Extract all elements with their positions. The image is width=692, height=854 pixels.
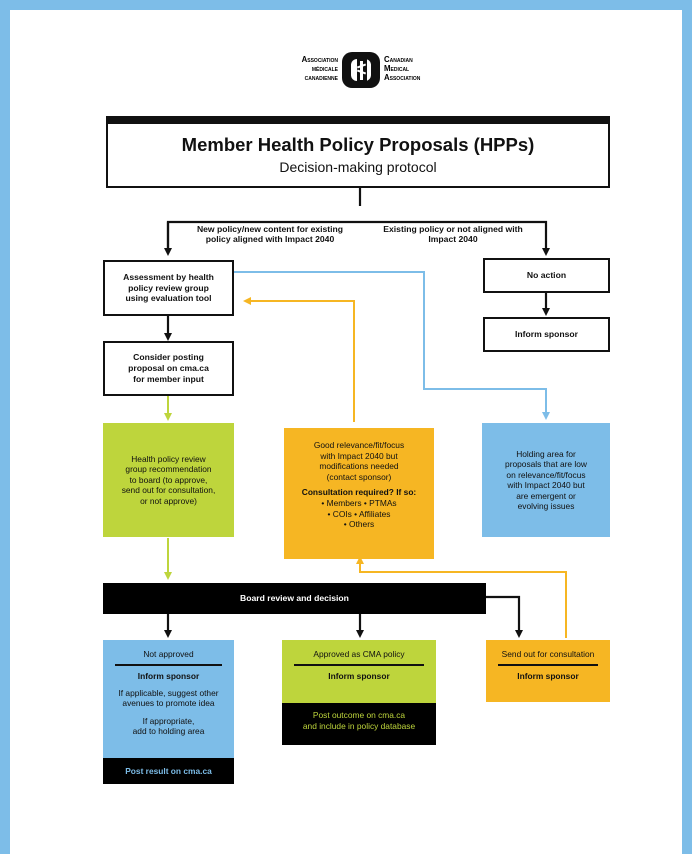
health-policy-review-box: Health policy review group recommendatio… — [103, 423, 234, 537]
connector-layer — [164, 188, 567, 638]
divider — [294, 664, 424, 666]
holding-connector — [234, 271, 550, 420]
good-relevance-text: Good relevance/fit/focus with Impact 204… — [313, 440, 405, 482]
approved-card: Approved as CMA policy Inform sponsor Po… — [282, 640, 436, 745]
not-approved-card: Not approved Inform sponsor If applicabl… — [103, 640, 234, 784]
consider-posting-box: Consider posting proposal on cma.ca for … — [103, 341, 234, 396]
not-approved-title: Not approved — [143, 649, 194, 659]
divider — [498, 664, 598, 666]
branch-connector — [164, 188, 550, 341]
title-box: Member Health Policy Proposals (HPPs) De… — [106, 116, 610, 188]
board-review-bar: Board review and decision — [103, 583, 486, 614]
assessment-box: Assessment by health policy review group… — [103, 260, 234, 316]
not-approved-text2: If appropriate, add to holding area — [132, 715, 205, 737]
cma-logo: Association médicale canadienne Canadian… — [272, 52, 462, 92]
approved-footer: Post outcome on cma.ca and include in po… — [282, 703, 436, 745]
branch-label-aligned: New policy/new content for existing poli… — [196, 224, 344, 245]
logo-text-french: Association médicale canadienne — [301, 55, 338, 82]
not-approved-text1: If applicable, suggest other avenues to … — [118, 687, 219, 709]
consultation-card-title: Send out for consultation — [501, 649, 595, 659]
logo-text-english: Canadian Medical Association — [384, 55, 421, 82]
consultation-list: • Members • PTMAs • COIs • Affiliates • … — [321, 498, 397, 529]
inform-sponsor-box: Inform sponsor — [483, 317, 610, 352]
consultation-question: Consultation required? If so: — [301, 487, 417, 497]
consultation-card: Send out for consultation Inform sponsor — [486, 640, 610, 702]
page-title: Member Health Policy Proposals (HPPs) — [181, 134, 535, 155]
page-subtitle: Decision-making protocol — [279, 159, 437, 175]
holding-area-box: Holding area for proposals that are low … — [482, 423, 610, 537]
good-relevance-box: Good relevance/fit/focus with Impact 204… — [284, 428, 434, 559]
branch-label-not-aligned: Existing policy or not aligned with Impa… — [383, 224, 523, 245]
not-approved-footer: Post result on cma.ca — [103, 758, 234, 784]
approved-title: Approved as CMA policy — [313, 649, 405, 659]
cma-caduceus-logo — [342, 52, 380, 88]
page: Association médicale canadienne Canadian… — [10, 10, 682, 854]
no-action-box: No action — [483, 258, 610, 293]
divider — [115, 664, 222, 666]
approved-inform: Inform sponsor — [328, 670, 390, 681]
not-approved-inform: Inform sponsor — [137, 670, 200, 681]
modification-connector — [243, 297, 567, 638]
consultation-card-inform: Inform sponsor — [517, 670, 579, 681]
board-output-connector — [164, 595, 523, 638]
